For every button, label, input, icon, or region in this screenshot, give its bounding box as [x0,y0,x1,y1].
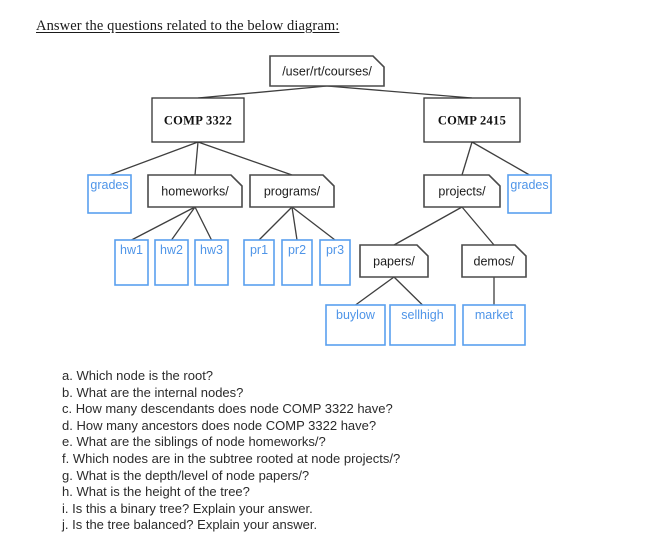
file-box-shape [194,239,229,286]
tree-node-pr3[interactable]: pr3 [319,239,351,286]
tree-node-label: pr2 [288,243,306,257]
tree-node-label: pr3 [326,243,344,257]
tree-edge [461,206,495,246]
tree-node-label: papers/ [373,255,415,269]
tree-node-hw3[interactable]: hw3 [194,239,229,286]
tree-nodes: /user/rt/courses/COMP 3322 COMP 2415 grade… [87,55,552,346]
tree-node-label: buylow [336,308,376,322]
folder-shape [249,174,335,208]
folder-shape [147,174,243,208]
tree-edge [291,206,336,241]
course-box-shape [423,97,521,143]
file-box-shape [325,304,386,346]
file-box-shape [462,304,526,346]
tree-edge [109,141,199,176]
tree-edge [197,85,328,99]
tree-node-label: COMP 2415 [438,114,506,128]
tree-node-market[interactable]: market [462,304,526,346]
tree-edge [291,206,298,241]
file-box-shape [243,239,275,286]
tree-node-papers[interactable]: papers/ [359,244,429,278]
tree-edge [355,276,395,306]
folder-shape [423,174,501,208]
tree-edge [194,206,213,241]
question-item: d. How many ancestors does node COMP 332… [62,417,377,433]
tree-edge [258,206,293,241]
tree-node-label: pr1 [250,243,268,257]
tree-edge [170,206,196,241]
file-box-shape [114,239,149,286]
tree-node-label: homeworks/ [161,185,229,199]
tree-node-grades1[interactable]: grades [87,174,132,214]
folder-shape [359,244,429,278]
page-title: Answer the questions related to the belo… [36,18,340,34]
tree-node-projects[interactable]: projects/ [423,174,501,208]
tree-edge [194,141,199,176]
tree-node-label: COMP 3322 [164,114,232,128]
tree-node-grades2[interactable]: grades [507,174,552,214]
tree-node-pr1[interactable]: pr1 [243,239,275,286]
question-item: h. What is the height of the tree? [62,484,250,500]
file-box-shape [154,239,189,286]
folder-shape [269,55,385,87]
tree-node-label: hw2 [160,243,183,257]
question-item: g. What is the depth/level of node paper… [62,467,310,483]
tree-node-label: programs/ [264,185,321,199]
file-box-shape [389,304,456,346]
tree-edge [471,141,530,176]
tree-node-label: projects/ [438,185,486,199]
tree-node-root[interactable]: /user/rt/courses/ [269,55,385,87]
question-item: b. What are the internal nodes? [62,384,244,400]
tree-node-label: hw3 [200,243,223,257]
tree-node-hw2[interactable]: hw2 [154,239,189,286]
tree-edge [461,141,473,176]
tree-node-label: grades [90,178,128,192]
tree-node-hw1[interactable]: hw1 [114,239,149,286]
question-item: i. Is this a binary tree? Explain your a… [62,500,313,516]
course-box-shape [151,97,245,143]
tree-node-label: hw1 [120,243,143,257]
tree-edge [393,276,423,306]
tree-edge [131,206,196,241]
file-box-shape [87,174,132,214]
tree-node-label: demos/ [474,255,516,269]
tree-node-demos[interactable]: demos/ [461,244,527,278]
folder-shape [461,244,527,278]
tree-node-label: market [475,308,514,322]
tree-edge [197,141,293,176]
file-box-shape [319,239,351,286]
tree-edges [109,85,530,306]
question-item: a. Which node is the root? [62,368,214,383]
question-list: a. Which node is the root?b. What are th… [62,368,622,534]
tree-node-label: /user/rt/courses/ [282,65,372,79]
question-item: c. How many descendants does node COMP 3… [62,401,393,417]
tree-edge [393,206,463,246]
tree-node-homeworks[interactable]: homeworks/ [147,174,243,208]
tree-node-sellhigh[interactable]: sellhigh [389,304,456,346]
tree-node-comp2415[interactable]: COMP 2415 [423,97,521,143]
question-item: e. What are the siblings of node homewor… [62,434,326,450]
tree-edge [326,85,473,99]
tree-node-programs[interactable]: programs/ [249,174,335,208]
question-item: f. Which nodes are in the subtree rooted… [62,450,401,466]
tree-node-pr2[interactable]: pr2 [281,239,313,286]
file-box-shape [507,174,552,214]
tree-diagram: /user/rt/courses/COMP 3322 COMP 2415 grade… [87,55,552,346]
tree-node-buylow[interactable]: buylow [325,304,386,346]
tree-node-label: sellhigh [401,308,443,322]
file-box-shape [281,239,313,286]
tree-node-comp3322[interactable]: COMP 3322 [151,97,245,143]
tree-node-label: grades [510,178,548,192]
question-item: j. Is the tree balanced? Explain your an… [62,517,318,533]
